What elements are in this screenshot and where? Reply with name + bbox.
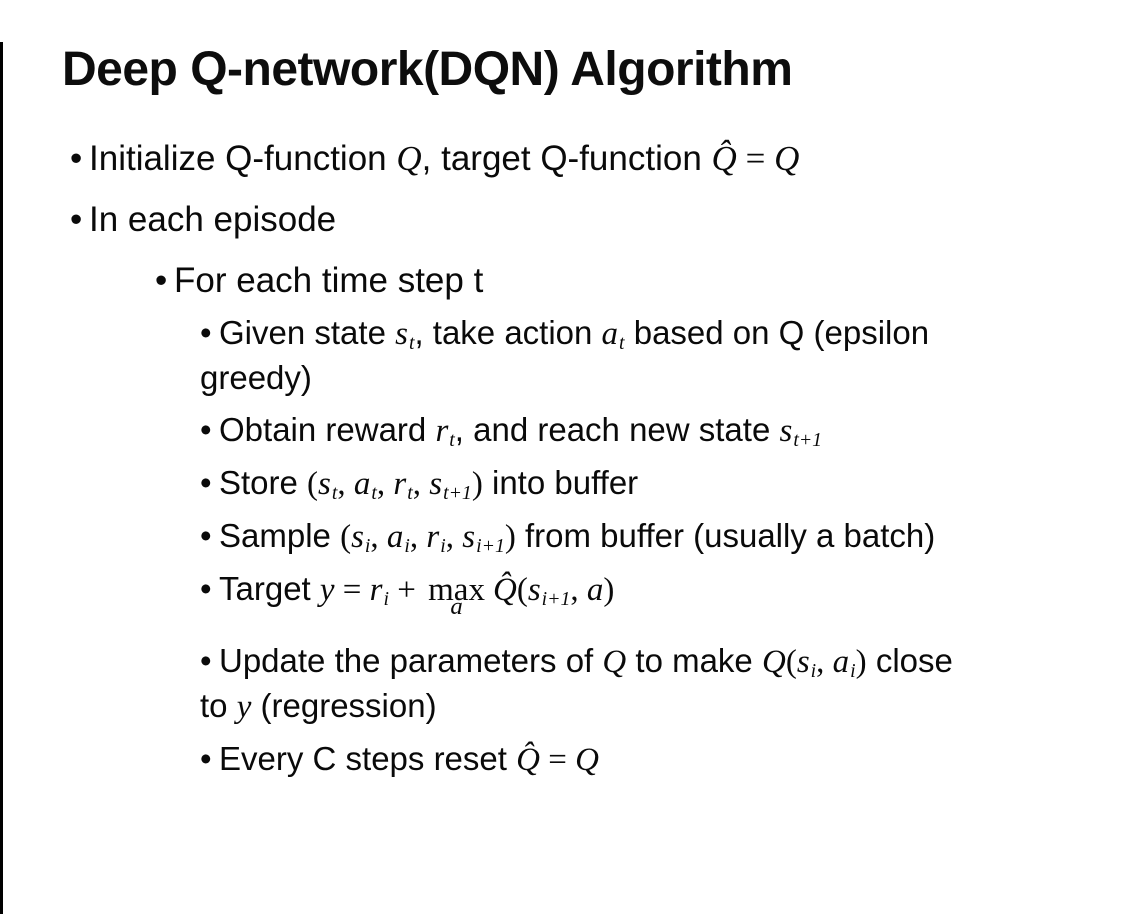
bullet-marker: • <box>155 261 168 301</box>
list-item: •For each time step t <box>3 259 1124 303</box>
text-line: •Given state st, take action at based on… <box>200 311 1124 356</box>
text-line: to y (regression) <box>200 684 1124 729</box>
line-text: Sample (si, ai, ri, si+1) from buffer (u… <box>219 517 936 558</box>
list-item: •Given state st, take action at based on… <box>3 311 1124 400</box>
line-text: to y (regression) <box>200 687 437 726</box>
list-item: •Store (st, at, rt, st+1) into buffer <box>3 461 1124 506</box>
line-text: Initialize Q-function Q, target Q-functi… <box>89 139 800 179</box>
list-item: •Sample (si, ai, ri, si+1) from buffer (… <box>3 514 1124 559</box>
bullet-marker: • <box>200 464 212 502</box>
list-item: •Initialize Q-function Q, target Q-funct… <box>3 137 1124 181</box>
bullet-list: •Initialize Q-function Q, target Q-funct… <box>3 137 1124 782</box>
text-line: •For each time step t <box>155 259 1124 303</box>
line-text: Every C steps reset Q̂ = Q <box>219 740 599 779</box>
list-item: •In each episode <box>3 198 1124 242</box>
bullet-marker: • <box>200 314 212 352</box>
line-text: Obtain reward rt, and reach new state st… <box>219 411 823 452</box>
bullet-marker: • <box>200 517 212 555</box>
text-line: •Sample (si, ai, ri, si+1) from buffer (… <box>200 514 1124 559</box>
bullet-marker: • <box>200 642 212 680</box>
line-text: Update the parameters of Q to make Q(si,… <box>219 642 953 683</box>
list-item: •Update the parameters of Q to make Q(si… <box>3 639 1124 729</box>
text-line: •Update the parameters of Q to make Q(si… <box>200 639 1124 684</box>
text-line: •Store (st, at, rt, st+1) into buffer <box>200 461 1124 506</box>
line-text: Store (st, at, rt, st+1) into buffer <box>219 464 639 505</box>
line-text: For each time step t <box>174 261 484 301</box>
text-line: •Every C steps reset Q̂ = Q <box>200 737 1124 782</box>
bullet-marker: • <box>70 200 83 240</box>
line-text: Given state st, take action at based on … <box>219 314 930 355</box>
slide: Deep Q-network(DQN) Algorithm •Initializ… <box>0 42 1124 914</box>
bullet-marker: • <box>200 411 212 449</box>
list-item: •Every C steps reset Q̂ = Q <box>3 737 1124 782</box>
text-line: •Obtain reward rt, and reach new state s… <box>200 408 1124 453</box>
text-line: greedy) <box>200 356 1124 400</box>
text-line: •In each episode <box>70 198 1124 242</box>
bullet-marker: • <box>70 139 83 179</box>
line-text: greedy) <box>200 359 312 397</box>
slide-title: Deep Q-network(DQN) Algorithm <box>62 43 793 96</box>
bullet-marker: • <box>200 740 212 778</box>
list-item: •Obtain reward rt, and reach new state s… <box>3 408 1124 453</box>
line-text: In each episode <box>89 200 337 240</box>
text-line: •Initialize Q-function Q, target Q-funct… <box>70 137 1124 181</box>
bullet-marker: • <box>200 570 212 608</box>
